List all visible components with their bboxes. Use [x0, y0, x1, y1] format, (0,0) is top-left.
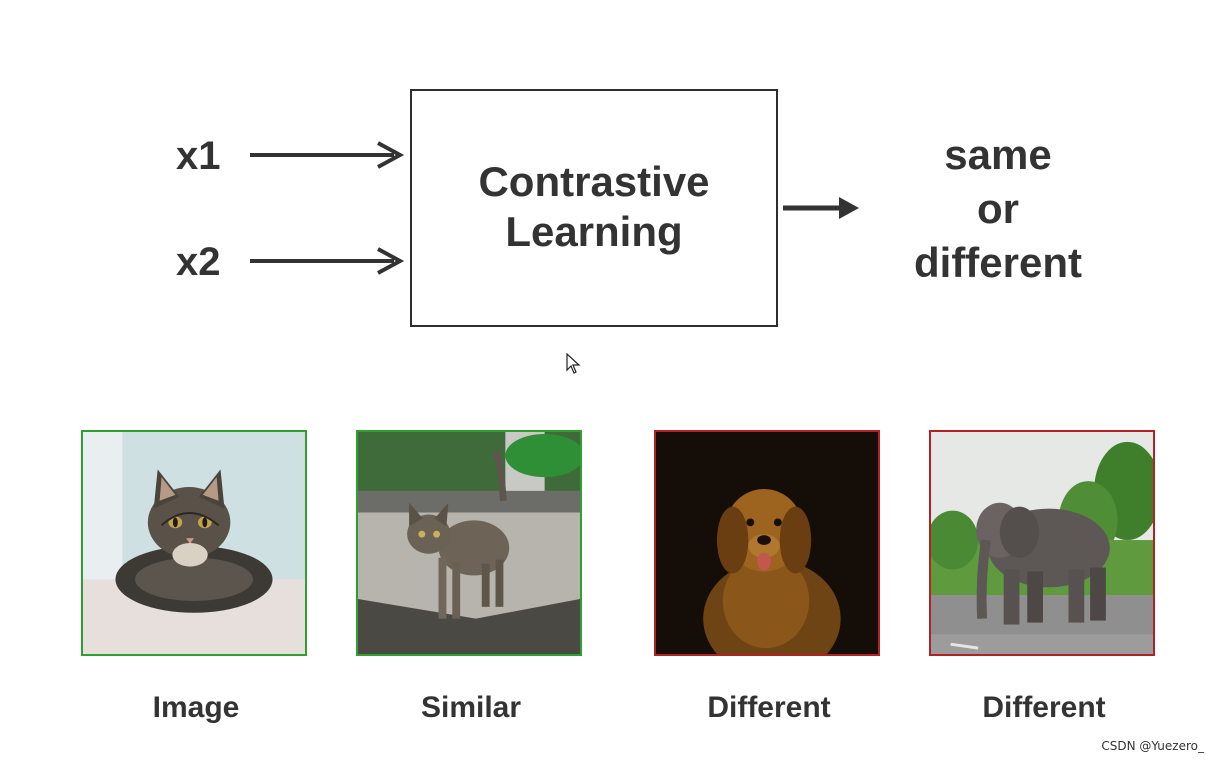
caption-image: Image [152, 691, 240, 724]
image-tile-cat-anchor [81, 430, 307, 656]
box-title-line1: Contrastive [478, 158, 710, 205]
dog-different-picture [656, 432, 878, 654]
image-tile-elephant-different [929, 430, 1155, 656]
mouse-cursor-icon [566, 353, 581, 374]
box-title: Contrastive Learning [412, 157, 776, 257]
input-label-x2: x2 [176, 240, 221, 284]
cat-anchor-picture [83, 432, 305, 654]
caption-different-2: Different [982, 691, 1106, 724]
image-tile-cat-similar [356, 430, 582, 656]
arrow-output-icon [783, 197, 859, 219]
image-tile-dog-different [654, 430, 880, 656]
box-title-line2: Learning [505, 208, 683, 255]
caption-similar: Similar [420, 691, 522, 724]
watermark: CSDN @Yuezero_ [1101, 739, 1204, 753]
output-line1: same [944, 131, 1052, 178]
cat-similar-picture [358, 432, 580, 654]
elephant-different-picture [931, 432, 1153, 654]
output-label: same or different [890, 128, 1106, 290]
caption-different-1: Different [707, 691, 831, 724]
output-line3: different [914, 239, 1082, 286]
arrow-x2-icon [250, 247, 405, 275]
arrow-x1-icon [250, 141, 405, 169]
output-line2: or [977, 185, 1019, 232]
input-label-x1: x1 [176, 134, 221, 178]
contrastive-learning-box: Contrastive Learning [410, 89, 778, 327]
